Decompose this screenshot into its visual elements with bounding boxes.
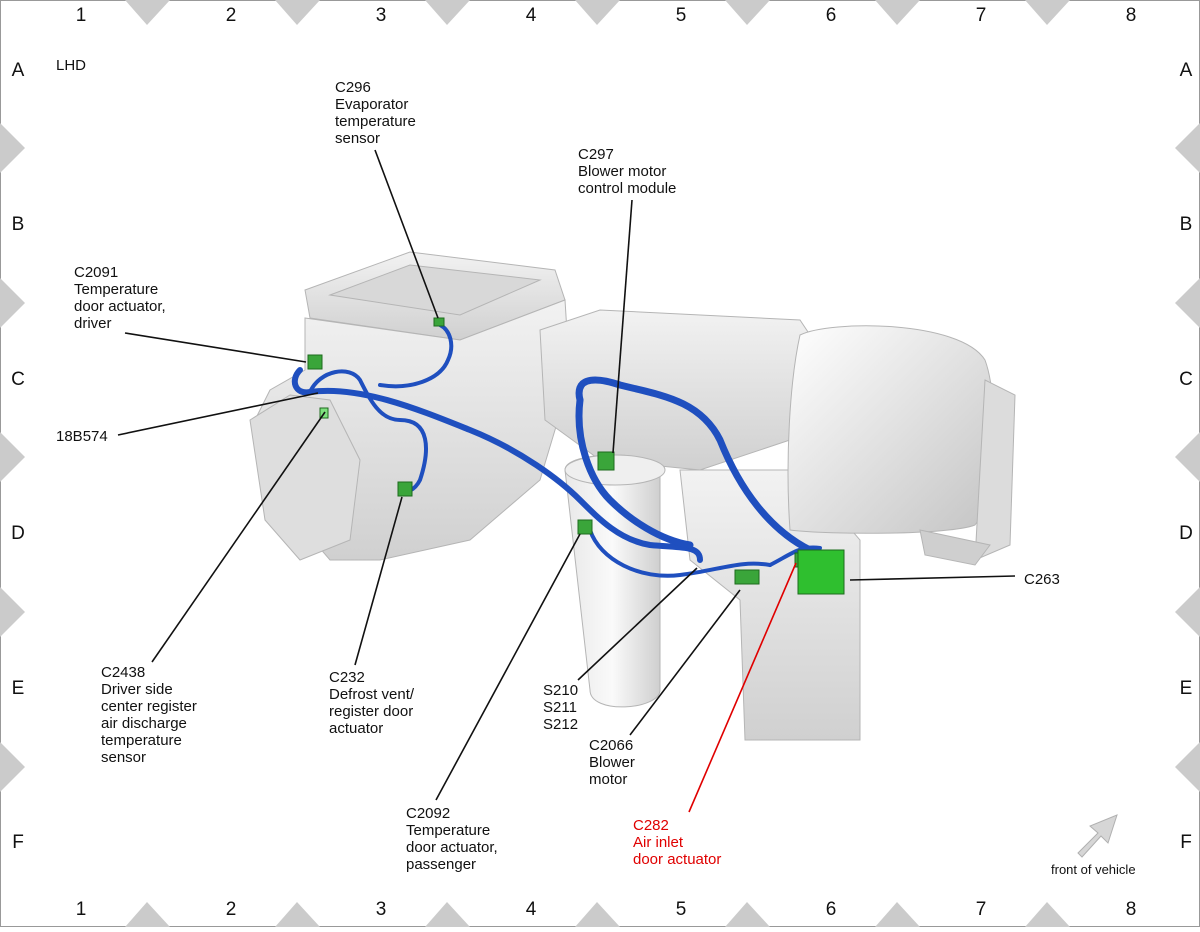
leader-line-c282 [688, 562, 797, 813]
connector-c296 [433, 317, 445, 327]
corner-label-lhd: LHD [56, 57, 87, 74]
grid-col-top-1: 1 [75, 5, 87, 26]
grid-col-bottom-8: 8 [1125, 899, 1137, 920]
grid-row-right-d: D [1179, 523, 1193, 544]
callout-s210-s211-s212: S210 S211 S212 [543, 682, 579, 733]
grid-row-right-e: E [1179, 678, 1193, 699]
grid-row-right-a: A [1179, 60, 1193, 81]
grid-col-top-8: 8 [1125, 5, 1137, 26]
callout-c263: C263 [1024, 571, 1060, 588]
grid-row-right-f: F [1180, 832, 1192, 853]
wiring-harness [291, 323, 822, 578]
grid-row-left-e: E [11, 678, 25, 699]
callout-c297: C297 Blower motor control module [578, 146, 677, 197]
grid-col-bottom-6: 6 [825, 899, 837, 920]
grid-col-bottom-4: 4 [525, 899, 537, 920]
grid-col-bottom-1: 1 [75, 899, 87, 920]
callout-c2091: C2091 Temperature door actuator, driver [74, 264, 166, 332]
grid-col-bottom-7: 7 [975, 899, 987, 920]
callout-c282: C282 Air inlet door actuator [633, 817, 722, 868]
callout-c2438: C2438 Driver side center register air di… [101, 664, 197, 766]
callout-c2066: C2066 Blower motor [589, 737, 635, 788]
grid-col-bottom-2: 2 [225, 899, 237, 920]
leader-lines [117, 149, 1016, 801]
grid-col-top-4: 4 [525, 5, 537, 26]
front-of-vehicle-label: front of vehicle [1051, 862, 1136, 877]
grid-col-bottom-5: 5 [675, 899, 687, 920]
hvac-body [249, 251, 1016, 741]
grid-row-right-c: C [1179, 369, 1193, 390]
grid-row-left-a: A [11, 60, 25, 81]
callout-18b574: 18B574 [56, 428, 108, 445]
grid-col-bottom-3: 3 [375, 899, 387, 920]
connector-c232 [397, 481, 413, 497]
front-arrow-icon [1077, 814, 1118, 858]
connector-c297 [597, 451, 615, 471]
grid-col-top-2: 2 [225, 5, 237, 26]
grid-row-left-d: D [11, 523, 25, 544]
callout-c2092: C2092 Temperature door actuator, passeng… [406, 805, 498, 873]
grid-row-right-b: B [1179, 214, 1193, 235]
grid-col-top-7: 7 [975, 5, 987, 26]
connector-c263 [797, 549, 845, 595]
callout-c232: C232 Defrost vent/ register door actuato… [329, 669, 415, 737]
connector-c2066 [734, 569, 760, 585]
grid-row-left-f: F [12, 832, 24, 853]
connector-c2091 [307, 354, 323, 370]
grid-row-left-b: B [11, 214, 25, 235]
grid-col-top-5: 5 [675, 5, 687, 26]
grid-col-top-3: 3 [375, 5, 387, 26]
grid-col-top-6: 6 [825, 5, 837, 26]
grid-row-left-c: C [11, 369, 25, 390]
connector-c2092 [577, 519, 593, 535]
connectors [307, 317, 845, 595]
callout-c296: C296 Evaporator temperature sensor [335, 79, 416, 147]
